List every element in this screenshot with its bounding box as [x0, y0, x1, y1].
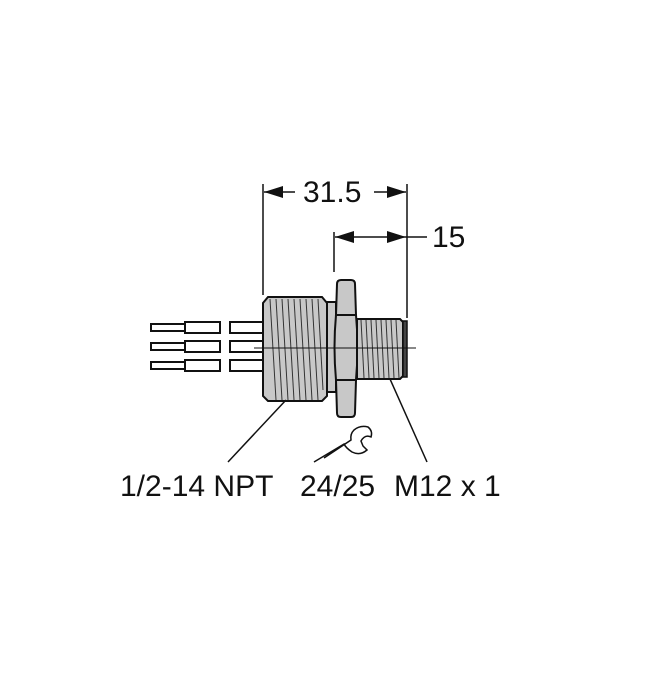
label-body-thread: 1/2-14 NPT [120, 470, 274, 503]
m12-thread [356, 318, 408, 380]
leader-lines [227, 378, 428, 463]
label-wrench-size: 24/25 [300, 470, 376, 503]
label-connector-thread: M12 x 1 [394, 470, 501, 503]
dimension-thread [333, 231, 427, 272]
wire-pins [150, 321, 265, 372]
dimension-overall [262, 184, 408, 318]
dimension-overall-label: 31.5 [303, 176, 362, 209]
wrench-icon [313, 425, 373, 463]
dimension-thread-label: 15 [432, 221, 466, 254]
npt-body [262, 296, 337, 402]
